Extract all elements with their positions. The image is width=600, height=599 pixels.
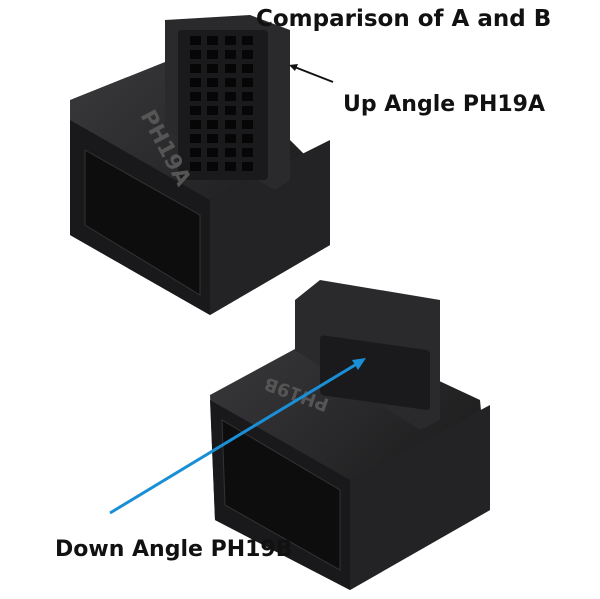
pin-hole — [207, 134, 218, 143]
pin-hole — [225, 92, 236, 101]
pin-hole — [242, 36, 253, 45]
pin-hole — [225, 36, 236, 45]
pin-hole — [225, 106, 236, 115]
up-angle-label: Up Angle PH19A — [343, 92, 546, 117]
pin-hole — [242, 120, 253, 129]
pin-hole — [207, 106, 218, 115]
pin-hole — [190, 106, 201, 115]
pin-hole — [225, 64, 236, 73]
pin-hole — [225, 50, 236, 59]
pin-hole — [207, 64, 218, 73]
pin-hole — [190, 64, 201, 73]
pin-hole — [242, 148, 253, 157]
connector-a: PH19A — [70, 15, 334, 315]
pin-hole — [207, 162, 218, 171]
connector-b: PH19B — [109, 280, 490, 590]
pin-hole — [242, 50, 253, 59]
pin-hole — [207, 36, 218, 45]
pin-hole — [190, 120, 201, 129]
pin-hole — [207, 120, 218, 129]
pin-hole — [207, 148, 218, 157]
pin-hole — [207, 92, 218, 101]
down-angle-label: Down Angle PH19B — [55, 537, 293, 562]
pin-hole — [225, 78, 236, 87]
pin-hole — [242, 106, 253, 115]
pin-hole — [190, 162, 201, 171]
pin-hole — [190, 36, 201, 45]
pin-hole — [190, 92, 201, 101]
pin-hole — [225, 120, 236, 129]
pin-hole — [207, 78, 218, 87]
pin-hole — [190, 134, 201, 143]
pin-hole — [242, 92, 253, 101]
pin-hole — [225, 134, 236, 143]
arrow-down — [109, 360, 361, 515]
arrow-up — [291, 65, 334, 83]
pin-hole — [242, 162, 253, 171]
pin-hole — [242, 78, 253, 87]
pin-hole — [190, 78, 201, 87]
pin-hole — [242, 134, 253, 143]
comparison-title: Comparison of A and B — [256, 6, 552, 32]
pin-hole — [225, 148, 236, 157]
pin-grid-a — [178, 30, 268, 180]
pin-hole — [225, 162, 236, 171]
pin-hole — [207, 50, 218, 59]
pin-hole — [190, 148, 201, 157]
pin-hole — [242, 64, 253, 73]
pin-hole — [190, 50, 201, 59]
